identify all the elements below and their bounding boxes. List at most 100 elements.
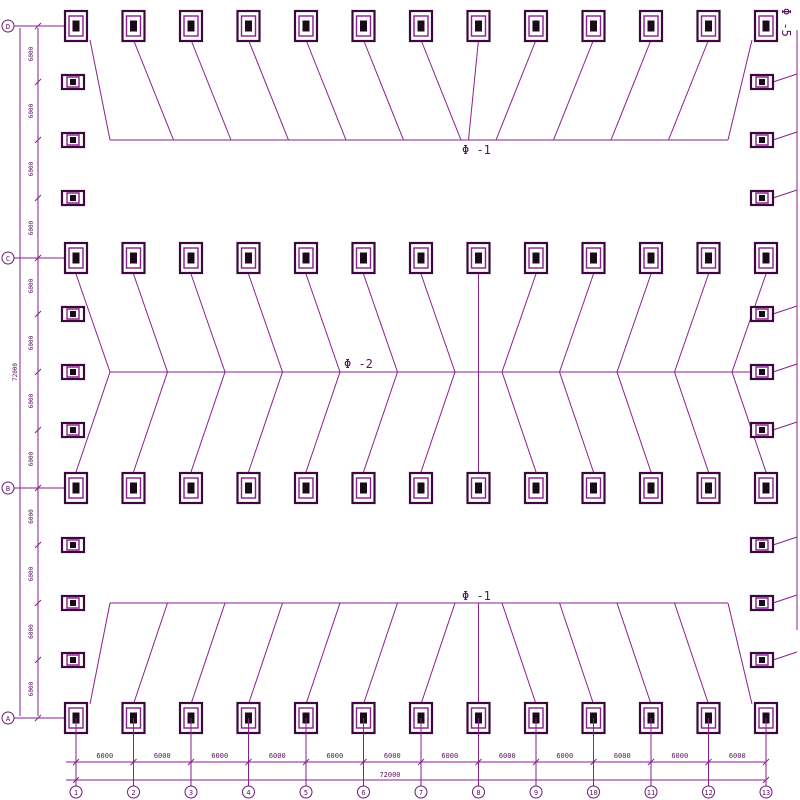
foundation-left-edge-7: [60, 536, 86, 554]
dim-text-left-9: 6000: [28, 509, 35, 524]
axis-label-4: 4: [246, 789, 250, 797]
tie-beam-right-9: [772, 651, 798, 661]
axis-label-7: 7: [419, 789, 423, 797]
beam-label-bottom: Φ -1: [462, 589, 491, 603]
foundation-C10-core: [590, 252, 597, 264]
foundation-left-edge-3-core: [70, 195, 76, 201]
axis-bubble-C: [1, 251, 15, 265]
tie-beam-row-b-2: [133, 371, 168, 473]
tie-beam-right-1: [772, 73, 798, 83]
foundation-right-edge-2-core: [759, 137, 765, 143]
foundation-C6: [351, 241, 376, 275]
foundation-B1: [63, 471, 89, 505]
axis-bubble-8: [472, 785, 485, 799]
tie-beam-row-b-3: [190, 371, 226, 473]
axis-bubble-7: [414, 785, 428, 799]
tie-beam-row-b-5: [305, 371, 341, 473]
dim-text-left-1: 6000: [28, 46, 35, 61]
foundation-right-edge-5-core: [759, 369, 765, 375]
foundation-C13-core: [762, 252, 770, 264]
tie-beam-group: [75, 39, 798, 705]
foundation-right-edge-6-core: [759, 427, 765, 433]
axis-bubble-B: [1, 481, 15, 495]
tie-beam-row-b-9: [501, 371, 537, 473]
dim-text-left-10: 6000: [28, 566, 35, 581]
tie-beam-row-b-1: [75, 371, 111, 473]
beam-label-right: Φ -5: [779, 8, 793, 37]
foundation-D9: [523, 9, 549, 43]
dim-text-bay-4: 6000: [269, 752, 286, 760]
foundation-B10: [581, 471, 606, 505]
beam-label-middle: Φ -2: [344, 357, 373, 371]
foundation-right-edge-5: [749, 363, 775, 381]
tie-beam-bottom-4: [248, 602, 283, 705]
foundation-C6-core: [360, 252, 367, 264]
tie-beam-row-c-4: [248, 273, 283, 373]
tie-beam-bottom-5: [305, 602, 341, 705]
foundation-left-edge-9: [60, 651, 86, 669]
tie-beam-row-c-10: [559, 273, 594, 373]
tie-beam-row-b-10: [559, 371, 594, 473]
foundation-D8: [466, 9, 491, 43]
foundation-B1-core: [72, 482, 80, 494]
axis-bubble-9: [529, 785, 543, 799]
foundation-D6-core: [360, 20, 367, 32]
foundation-left-edge-6: [60, 421, 86, 439]
foundation-C12: [696, 241, 721, 275]
axis-label-B: B: [6, 485, 10, 493]
foundation-B4-core: [245, 482, 252, 494]
foundation-D4: [236, 9, 261, 43]
foundation-C9-core: [532, 252, 540, 264]
tie-beam-right-5: [772, 363, 798, 373]
tie-beam-row-b-11: [616, 371, 652, 473]
tie-beam-bottom-11: [616, 602, 652, 705]
foundation-D6: [351, 9, 376, 43]
tie-beam-right-6: [772, 421, 798, 431]
dim-text-bay-11: 6000: [671, 752, 688, 760]
foundation-left-edge-4: [60, 305, 86, 323]
foundation-C9: [523, 241, 549, 275]
foundation-B8-core: [475, 482, 482, 494]
axis-bubble-D: [1, 19, 15, 33]
tie-beam-row-c-6: [363, 273, 398, 373]
foundation-left-edge-5: [60, 363, 86, 381]
foundation-right-edge-3-core: [759, 195, 765, 201]
tie-beam-row-c-2: [133, 273, 168, 373]
axis-bubble-10: [587, 785, 600, 799]
dim-text-bay-10: 6000: [614, 752, 631, 760]
tie-beam-right-4: [772, 305, 798, 315]
foundation-B12-core: [705, 482, 712, 494]
foundation-right-edge-7: [749, 536, 775, 554]
axis-label-3: 3: [189, 789, 193, 797]
foundation-D11-core: [647, 20, 655, 32]
dim-tick-left-8: [34, 426, 42, 434]
axis-bubble-3: [184, 785, 198, 799]
foundation-B4: [236, 471, 261, 505]
foundation-B5-core: [302, 482, 310, 494]
axis-label-C: C: [6, 255, 10, 263]
foundation-C10: [581, 241, 606, 275]
axis-label-D: D: [6, 23, 10, 31]
tie-beam-top-8: [468, 39, 479, 141]
foundation-left-edge-6-core: [70, 427, 76, 433]
tie-beam-right-2: [772, 131, 798, 141]
dim-text-left-6: 6000: [28, 335, 35, 350]
foundation-D12-core: [705, 20, 712, 32]
foundation-right-edge-4: [749, 305, 775, 323]
foundation-C2-core: [130, 252, 137, 264]
dim-text-left-4: 6000: [28, 220, 35, 235]
dim-text-left-8: 6000: [28, 451, 35, 466]
foundation-right-edge-1-core: [759, 79, 765, 85]
dim-text-left-2: 6000: [28, 103, 35, 118]
tie-beam-row-c-5: [305, 273, 341, 373]
dim-text-bay-12: 6000: [729, 752, 746, 760]
foundation-D13: [753, 9, 779, 43]
foundation-D11: [638, 9, 664, 43]
tie-beam-bottom-10: [559, 602, 594, 705]
axis-label-8: 8: [476, 789, 480, 797]
foundation-B10-core: [590, 482, 597, 494]
foundation-right-edge-4-core: [759, 311, 765, 317]
foundation-C3-core: [187, 252, 195, 264]
tie-beam-bottom-7: [420, 602, 456, 705]
